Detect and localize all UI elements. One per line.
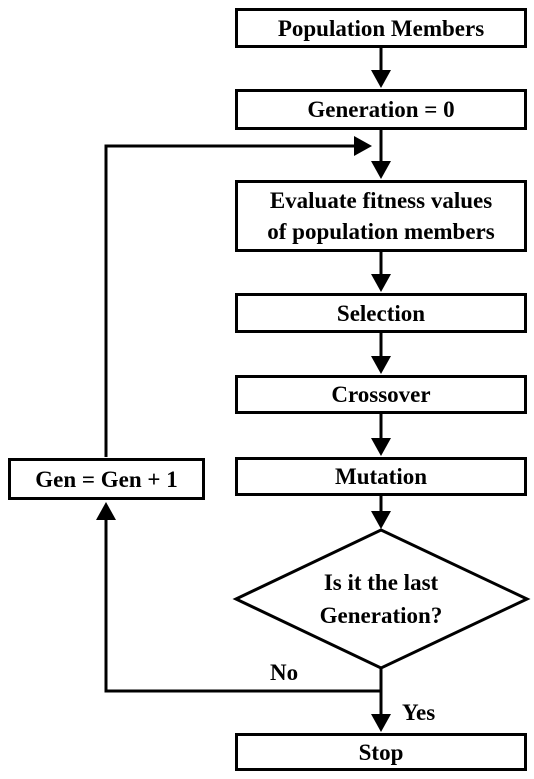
stop-label: Stop [358,739,404,765]
crossover-label: Crossover [331,382,431,407]
mutation-box: Mutation [235,457,527,496]
mutation-label: Mutation [335,464,427,489]
evaluate-fitness-line-1: Evaluate fitness values [269,188,493,213]
arrowhead-increment [96,502,116,520]
arrowhead-generation [371,70,391,88]
yes-edge-label: Yes [402,700,436,725]
arrowhead-stop [371,714,391,732]
decision-line-2: Generation? [319,603,443,628]
arrowhead-crossover [371,356,391,374]
connector-increment-to-loop [104,144,356,457]
selection-label: Selection [336,300,426,326]
evaluate-fitness-box: Evaluate fitness values of population me… [235,180,527,252]
no-edge-label: No [270,660,299,685]
arrowhead-evaluate [371,161,391,179]
crossover-box: Crossover [235,375,527,414]
connector-decision-to-increment [104,518,383,693]
generation-zero-box: Generation = 0 [235,89,527,130]
decision-text: Is it the last Generation? [281,564,481,634]
selection-box: Selection [235,293,527,333]
increment-generation-label: Gen = Gen + 1 [35,466,178,492]
population-members-box: Population Members [235,8,527,48]
arrowhead-loop [354,136,372,156]
evaluate-fitness-line-2: of population members [267,219,495,244]
increment-generation-box: Gen = Gen + 1 [8,458,205,500]
generation-zero-label: Generation = 0 [307,97,455,122]
population-members-label: Population Members [277,15,485,41]
arrowhead-selection [371,274,391,292]
decision-line-1: Is it the last [323,570,439,595]
arrowhead-decision [371,511,391,529]
stop-box: Stop [235,733,527,771]
arrowhead-mutation [371,438,391,456]
